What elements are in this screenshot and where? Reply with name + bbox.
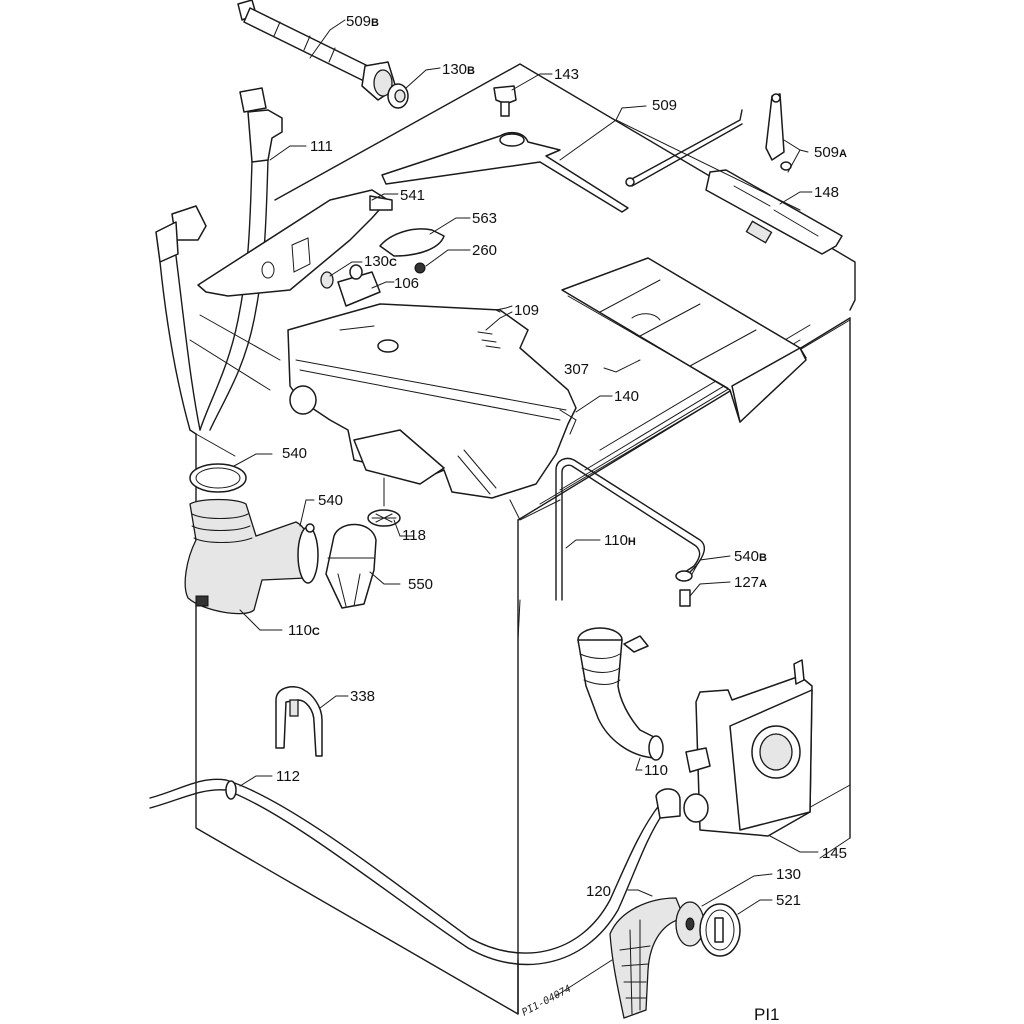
label-260: 260 — [472, 242, 497, 259]
label-550: 550 — [408, 576, 433, 593]
part-labels: 509B 130B 143 509 509A 148 111 541 563 2… — [276, 13, 847, 909]
label-307: 307 — [564, 361, 589, 378]
leader-lines — [233, 19, 819, 997]
part-110h-air-hose — [555, 457, 706, 601]
part-541-valve-bracket — [197, 189, 393, 297]
cabinet-outline — [189, 63, 856, 1015]
part-540-clamp-side — [297, 523, 319, 584]
label-110: 110 — [644, 762, 668, 779]
part-540-clamp-top — [189, 463, 247, 493]
label-148: 148 — [814, 184, 839, 201]
part-509b-inlet-pipe — [237, 0, 397, 101]
label-145: 145 — [822, 845, 847, 862]
part-111-fill-hose — [199, 87, 283, 431]
part-550-clip — [325, 523, 377, 609]
label-521: 521 — [776, 892, 801, 909]
label-140: 140 — [614, 388, 639, 405]
part-118-nozzle — [367, 477, 401, 527]
part-130c-seal — [320, 271, 334, 289]
part-307-detergent-drawer — [561, 257, 807, 423]
part-563-cam — [379, 228, 445, 257]
part-140-cover — [559, 409, 577, 435]
label-130: 130 — [776, 866, 801, 883]
label-111: 111 — [310, 138, 333, 155]
label-130b: 130B — [442, 61, 475, 78]
label-540b: 540B — [734, 548, 767, 565]
part-130b-seal — [387, 83, 409, 109]
label-130c: 130C — [364, 253, 397, 270]
label-106: 106 — [394, 275, 419, 292]
label-563: 563 — [472, 210, 497, 227]
label-509: 509 — [652, 97, 677, 114]
label-110h: 110H — [604, 532, 636, 549]
part-111-elbow-hose — [155, 205, 207, 431]
label-540-side: 540 — [318, 492, 343, 509]
part-127a-connector — [679, 589, 691, 607]
label-109: 109 — [514, 302, 539, 319]
part-260-spring — [414, 262, 426, 274]
drawing-code: PI1-04074 — [520, 983, 573, 1018]
label-541: 541 — [400, 187, 425, 204]
label-112: 112 — [276, 768, 300, 785]
label-143: 143 — [554, 66, 579, 83]
label-509a: 509A — [814, 144, 847, 161]
part-112-drain-hose — [149, 778, 681, 966]
label-540-top: 540 — [282, 445, 307, 462]
part-509-lever — [381, 131, 629, 213]
part-521-filter-cap — [699, 903, 741, 957]
label-118: 118 — [402, 527, 426, 544]
label-120: 120 — [586, 883, 611, 900]
part-540b-clamp — [675, 570, 693, 582]
part-106-solenoid — [337, 264, 381, 307]
label-338: 338 — [350, 688, 375, 705]
part-109-dispenser-housing — [287, 303, 577, 499]
part-148-dispenser-handle — [705, 169, 843, 255]
part-120-filter — [609, 897, 685, 1019]
part-145-pump-housing — [683, 659, 813, 837]
part-338-hose-guide — [275, 686, 323, 757]
plate-label: PI1 — [754, 1005, 780, 1024]
label-509b: 509B — [346, 13, 379, 30]
label-127a: 127A — [734, 574, 767, 591]
part-509a-lever-arm — [765, 93, 792, 171]
part-110-sump-hose — [577, 627, 664, 761]
label-110c: 110C — [288, 622, 320, 639]
part-143-knob — [493, 85, 517, 117]
part-110c-bellows-hose — [184, 498, 313, 615]
